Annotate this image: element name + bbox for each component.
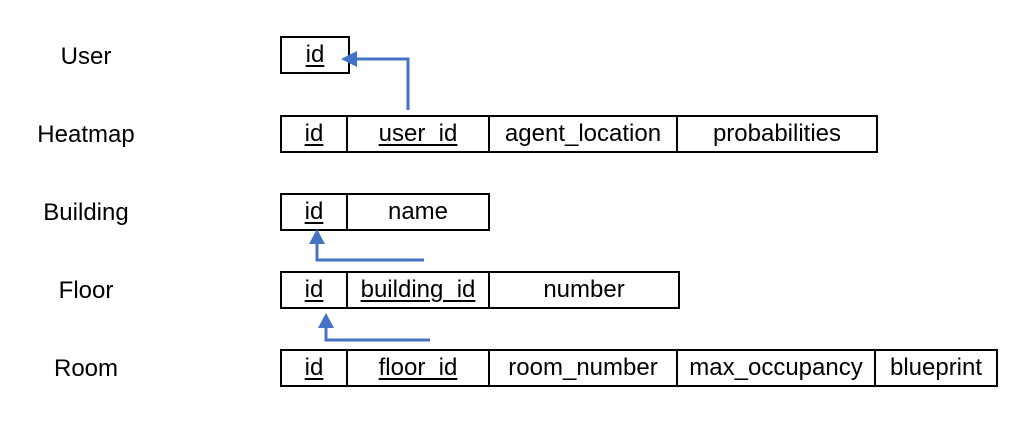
floor-field-number: number (543, 276, 625, 303)
room-table: id floor_id room_number max_occupancy bl… (280, 349, 998, 387)
room-field-blueprint: blueprint (889, 354, 983, 381)
heatmap-field-agent-location: agent_location (490, 117, 678, 151)
heatmap-field-id: id (282, 117, 348, 151)
building-table: id name (280, 193, 490, 231)
user-field-id: id (305, 41, 325, 68)
entity-label-heatmap: Heatmap (37, 121, 135, 148)
heatmap-table: id user_id agent_location probabilities (280, 115, 878, 153)
room-field-id: id (282, 351, 348, 385)
arrow-room-to-floor (324, 327, 430, 342)
entity-label-user: User (60, 43, 112, 70)
floor-table: id building_id number (280, 271, 680, 309)
heatmap-field-user-id: user_id (348, 117, 490, 151)
entity-label-floor: Floor (58, 277, 114, 304)
arrowhead-floor-id (318, 313, 334, 328)
room-field-max-occupancy: max_occupancy (678, 351, 876, 385)
arrow-heatmap-to-user (356, 57, 410, 110)
entity-label-building: Building (43, 199, 129, 226)
room-field-floor-id: floor_id (348, 351, 490, 385)
entity-label-room: Room (53, 355, 119, 382)
building-field-name: name (387, 198, 449, 225)
floor-field-building-id: building_id (348, 273, 490, 307)
heatmap-field-probabilities: probabilities (712, 120, 842, 147)
floor-field-id: id (282, 273, 348, 307)
building-field-id: id (282, 195, 348, 229)
arrowhead-building-id (309, 229, 325, 244)
arrow-floor-to-building (315, 243, 424, 262)
room-field-room-number: room_number (490, 351, 678, 385)
user-table: id (280, 36, 350, 74)
